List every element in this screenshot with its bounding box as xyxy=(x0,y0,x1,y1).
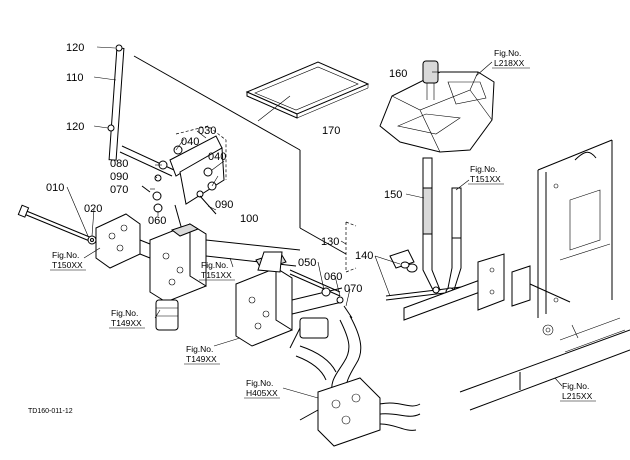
fig-ref-h405-label: Fig.No. xyxy=(246,378,273,388)
callout-150: 150 xyxy=(384,189,402,201)
fig-ref-t151-right-label: Fig.No. xyxy=(470,164,497,174)
callout-130: 130 xyxy=(321,236,339,248)
callout-090-right: 090 xyxy=(215,199,233,211)
fig-ref-t151-right-number: T151XX xyxy=(470,174,501,184)
fig-ref-t149-lower-label: Fig.No. xyxy=(186,344,213,354)
callout-120-bottom: 120 xyxy=(66,121,84,133)
fig-ref-l218-label: Fig.No. xyxy=(494,48,521,58)
hydraulic-hose-drawing xyxy=(295,315,421,447)
shift-lever-drawing xyxy=(345,157,571,321)
fig-ref-t151-center-label: Fig.No. xyxy=(201,260,228,270)
console-cover-drawing xyxy=(379,60,495,153)
callout-010: 010 xyxy=(46,182,64,194)
fig-ref-t151-center-number: T151XX xyxy=(201,270,232,280)
callout-120-top: 120 xyxy=(66,42,84,54)
operator-manual-drawing xyxy=(245,61,370,119)
control-valve-drawing xyxy=(139,223,343,349)
link-plate-drawing xyxy=(141,125,227,231)
fig-ref-t150-number: T150XX xyxy=(52,260,83,270)
frame-drawing xyxy=(459,139,630,411)
callout-070-left: 070 xyxy=(110,184,128,196)
callout-040-upper: 040 xyxy=(181,136,199,148)
callout-160: 160 xyxy=(389,68,407,80)
control-rod-drawing xyxy=(107,44,347,255)
fig-ref-l218-number: L218XX xyxy=(494,58,525,68)
fig-ref-t150-label: Fig.No. xyxy=(52,250,79,260)
callout-080: 080 xyxy=(110,158,128,170)
callout-100: 100 xyxy=(240,213,258,225)
callout-050: 050 xyxy=(298,257,316,269)
callout-110: 110 xyxy=(66,72,84,84)
fig-ref-l215-label: Fig.No. xyxy=(562,381,589,391)
fig-ref-t149-left-number: T149XX xyxy=(111,318,142,328)
callout-020: 020 xyxy=(84,203,102,215)
callout-170: 170 xyxy=(322,125,340,137)
fig-ref-h405-number: H405XX xyxy=(246,388,278,398)
fig-ref-t149-left-label: Fig.No. xyxy=(111,308,138,318)
fig-ref-l215-number: L215XX xyxy=(562,391,593,401)
leader-lines xyxy=(66,46,563,399)
callout-040-right: 040 xyxy=(208,151,226,163)
figure-references: Fig.No. L218XX Fig.No. T151XX Fig.No. T1… xyxy=(50,48,596,402)
callout-060-right: 060 xyxy=(324,271,342,283)
callout-070-right: 070 xyxy=(344,283,362,295)
callout-140: 140 xyxy=(355,250,373,262)
bolt-bracket-drawing xyxy=(17,204,141,269)
drawing-code: TD160-011-12 xyxy=(28,408,73,415)
fig-ref-t149-lower-number: T149XX xyxy=(186,354,217,364)
callout-060-left: 060 xyxy=(148,215,166,227)
callout-030: 030 xyxy=(198,125,216,137)
callout-090-left: 090 xyxy=(110,171,128,183)
callout-labels: 120 110 120 030 040 040 080 090 070 010 … xyxy=(46,42,407,295)
